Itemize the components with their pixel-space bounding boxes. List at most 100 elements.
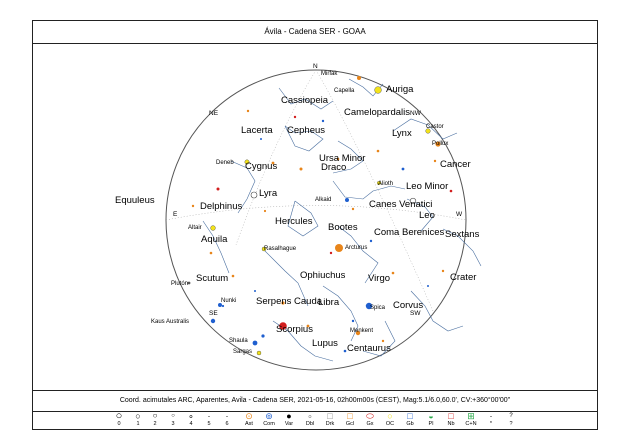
label-lynx: Lynx (392, 128, 412, 139)
dir-se: SE (209, 310, 218, 317)
label-cassiopeia: Cassiopeia (281, 95, 329, 106)
label-corvus: Corvus (393, 300, 423, 311)
legend: ○0 ○1 ○2 ○3 ∘4 ·5 ·6 ⊙Ast ⊚Com ●Var ∘Dbl… (33, 411, 597, 431)
direction-labels: N NE NW E W SE SW (173, 63, 463, 317)
planet-pluton[interactable] (187, 281, 191, 285)
star-nunki[interactable] (218, 303, 222, 307)
sky-map-frame: Ávila - Cadena SER - GOAA (32, 20, 598, 430)
star-arcturus[interactable] (335, 244, 343, 252)
label-sextans: Sextans (445, 229, 480, 240)
label-aquila: Aquila (201, 234, 228, 245)
sky-chart: N NE NW E W SE SW Cassiopeia Auriga Came… (115, 63, 482, 371)
legend-asteroid-icon: ⊙Ast (245, 411, 253, 427)
legend-galaxy-icon: ⬭Gx (366, 411, 374, 427)
legend-comet-icon: ⊚Com (263, 411, 275, 427)
legend-planetary-nebula-icon: ◒Pl (428, 411, 434, 427)
constellation-labels: Cassiopeia Auriga Camelopardalis Lacerta… (115, 84, 480, 354)
label-scorpius: Scorpius (276, 324, 313, 335)
dir-sw: SW (410, 310, 421, 317)
label-capella: Capella (334, 88, 355, 94)
star-altair[interactable] (210, 225, 216, 231)
dir-n: N (313, 63, 318, 70)
star-alioth[interactable] (377, 180, 382, 185)
star-kaus-australis[interactable] (210, 318, 216, 324)
label-alkaid: Alkaid (315, 197, 331, 203)
label-deneb: Deneb (216, 160, 234, 166)
legend-mag-0: ○0 (115, 410, 123, 428)
legend-dark-nebula-icon: □Drk (325, 411, 335, 427)
label-lyra: Lyra (259, 188, 278, 199)
star-capella[interactable] (374, 86, 382, 94)
label-cygnus: Cygnus (245, 161, 277, 172)
label-arcturus: Arcturus (345, 245, 367, 251)
label-pluton: Plutón (171, 281, 188, 287)
star-vega[interactable] (250, 191, 258, 199)
legend-double-icon: ∘Dbl (305, 411, 315, 427)
star-menkent[interactable] (355, 330, 361, 336)
coordinates-info: Coord. acimutales ARC, Aparentes, Avila … (33, 390, 597, 412)
label-crater: Crater (450, 272, 476, 283)
legend-mag-6: ·6 (225, 411, 229, 427)
star-rasalhague[interactable] (261, 246, 267, 252)
star-shaula[interactable] (252, 340, 258, 346)
label-lacerta: Lacerta (241, 125, 273, 136)
label-ophiuchus: Ophiuchus (300, 270, 346, 281)
label-sargas: Sargas (233, 349, 252, 355)
label-mirfak: Mirfak (321, 71, 338, 77)
label-bootes: Bootes (328, 222, 358, 233)
legend-mag-1: ○1 (135, 411, 141, 427)
label-nunki: Nunki (221, 298, 236, 304)
dir-w: W (456, 211, 463, 218)
label-ursa-minor: Ursa Minor (319, 153, 365, 164)
label-cepheus: Cepheus (287, 125, 325, 136)
map-title: Ávila - Cadena SER - GOAA (33, 21, 597, 44)
label-draco: Draco (321, 162, 346, 173)
label-cancer: Cancer (440, 159, 471, 170)
star-deneb[interactable] (244, 159, 250, 165)
legend-globular-cluster-icon: □Gcl (345, 411, 355, 427)
label-virgo: Virgo (368, 273, 390, 284)
dir-ne: NE (209, 110, 219, 117)
label-coma-berenices: Coma Berenices (374, 227, 444, 238)
legend-mag-5: ·5 (207, 411, 211, 427)
label-auriga: Auriga (386, 84, 414, 95)
label-equuleus: Equuleus (115, 195, 155, 206)
legend-cluster-nebula-icon: ⊞C+N (465, 411, 477, 427)
star-mirfak[interactable] (357, 76, 361, 80)
star-alkaid[interactable] (345, 198, 349, 202)
label-camelopardalis: Camelopardalis (344, 107, 410, 118)
star-castor[interactable] (425, 128, 431, 134)
label-pollux: Pollux (432, 141, 448, 147)
legend-globule-icon: □Gb (406, 411, 414, 427)
star-sargas[interactable] (256, 350, 262, 356)
label-hercules: Hercules (275, 216, 313, 227)
bright-stars (187, 76, 441, 356)
label-rasalhague: Rasalhague (264, 246, 297, 252)
star-labels: Mirfak Capella Castor Pollux Deneb Aliot… (151, 71, 448, 355)
label-delphinus: Delphinus (200, 201, 242, 212)
label-libra: Libra (318, 297, 340, 308)
grid-guides (165, 69, 467, 312)
legend-mag-3: ○3 (171, 413, 175, 427)
legend-mag-4: ∘4 (188, 411, 194, 427)
star-antares[interactable] (279, 322, 287, 330)
field-stars (191, 109, 453, 353)
label-centaurus: Centaurus (347, 343, 391, 354)
legend-mag-2: ○2 (152, 411, 158, 427)
label-shaula: Shaula (229, 338, 248, 344)
label-alioth: Alioth (378, 181, 393, 187)
dir-nw: NW (410, 110, 422, 117)
star-spica[interactable] (365, 302, 373, 310)
star-regulus[interactable] (409, 197, 417, 205)
legend-unknown-icon: ?? (509, 413, 513, 427)
dir-e: E (173, 211, 178, 218)
label-spica: Spica (370, 305, 386, 311)
label-serpens-cauda: Serpens Cauda (256, 296, 323, 307)
label-leo-minor: Leo Minor (406, 181, 448, 192)
star-pollux[interactable] (435, 141, 441, 147)
label-castor: Castor (426, 124, 444, 130)
legend-open-cluster-icon: ○OC (385, 411, 395, 427)
label-leo: Leo (419, 210, 435, 221)
label-canes-venatici: Canes Venatici (369, 199, 432, 210)
label-lupus: Lupus (312, 338, 338, 349)
